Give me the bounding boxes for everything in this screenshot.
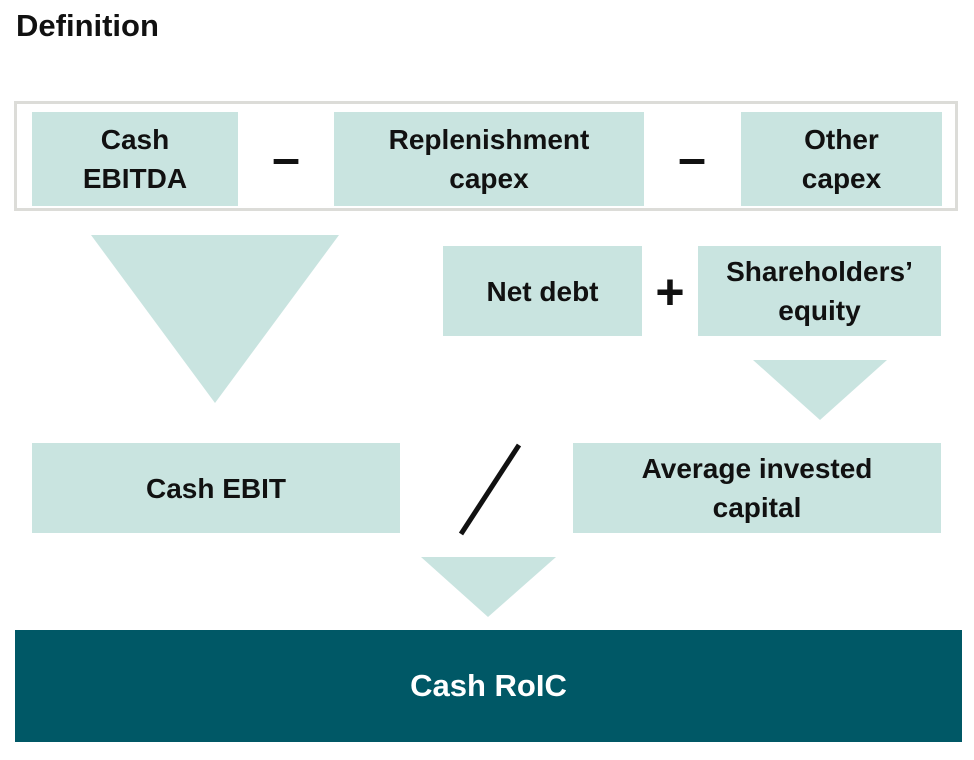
other-capex-line-2: capex xyxy=(801,163,882,194)
shareholders-equity-line-1: Shareholders’ xyxy=(726,256,913,287)
replenishment-capex-line-1: Replenishment xyxy=(388,124,590,155)
average-invested-capital-line-1: Average invested xyxy=(641,453,873,484)
ratio-to-result-arrow-icon xyxy=(421,557,556,617)
cash-roic-label: Cash RoIC xyxy=(410,668,567,703)
divide-operator-icon xyxy=(458,443,522,536)
cash-roic-result-box: Cash RoIC xyxy=(15,630,962,742)
replenishment-capex-line-2: capex xyxy=(449,163,529,194)
shareholders-equity-line-2: equity xyxy=(778,295,861,326)
cash-ebitda-line-1: Cash xyxy=(100,124,170,155)
shareholders-equity-box: Shareholders’ equity xyxy=(698,246,941,336)
diagram-title: Definition xyxy=(16,8,159,43)
minus-operator-2: – xyxy=(678,130,706,186)
cash-ebitda-box: Cash EBITDA xyxy=(32,112,238,206)
other-capex-box: Other capex xyxy=(741,112,942,206)
average-invested-capital-box: Average invested capital xyxy=(573,443,941,533)
capital-to-invested-arrow-icon xyxy=(753,360,887,420)
net-debt-box: Net debt xyxy=(443,246,642,336)
plus-operator: + xyxy=(655,264,685,320)
replenishment-capex-box: Replenishment capex xyxy=(334,112,644,206)
formula-frame xyxy=(14,101,958,211)
other-capex-line-1: Other xyxy=(804,124,879,155)
ebitda-to-ebit-arrow-icon xyxy=(91,235,339,403)
cash-ebitda-line-2: EBITDA xyxy=(82,163,188,194)
cash-ebit-box: Cash EBIT xyxy=(32,443,400,533)
cash-ebit-label: Cash EBIT xyxy=(145,472,287,504)
minus-operator-1: – xyxy=(272,130,300,186)
net-debt-label: Net debt xyxy=(486,275,599,307)
average-invested-capital-line-2: capital xyxy=(712,492,802,523)
